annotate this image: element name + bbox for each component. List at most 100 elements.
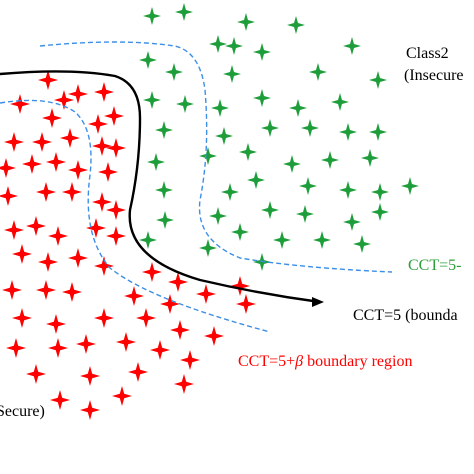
four-point-star-icon xyxy=(196,284,216,304)
four-point-star-icon xyxy=(104,106,124,126)
four-point-star-icon xyxy=(331,93,349,111)
four-point-star-icon xyxy=(50,390,70,410)
four-point-star-icon xyxy=(112,386,132,406)
four-point-star-icon xyxy=(48,338,68,358)
four-point-star-icon xyxy=(38,70,58,90)
four-point-star-icon xyxy=(26,216,46,236)
four-point-star-icon xyxy=(180,350,200,370)
four-point-star-icon xyxy=(92,136,112,156)
four-point-star-icon xyxy=(68,84,88,104)
four-point-star-icon xyxy=(139,231,157,249)
four-point-star-icon xyxy=(261,201,279,219)
four-point-star-icon xyxy=(4,220,24,240)
four-point-star-icon xyxy=(147,153,165,171)
four-point-star-icon xyxy=(401,177,419,195)
four-point-star-icon xyxy=(301,119,319,137)
four-point-star-icon xyxy=(247,171,265,189)
four-point-star-icon xyxy=(155,121,173,139)
four-point-star-icon xyxy=(136,308,156,328)
four-point-star-icon xyxy=(38,252,58,272)
four-point-star-icon xyxy=(94,82,114,102)
four-point-star-icon xyxy=(175,3,193,21)
four-point-star-icon xyxy=(12,308,32,328)
four-point-star-icon xyxy=(309,63,327,81)
four-point-star-icon xyxy=(48,226,68,246)
four-point-star-icon xyxy=(369,71,387,89)
four-point-star-icon xyxy=(36,182,56,202)
four-point-star-icon xyxy=(253,43,271,61)
four-point-star-icon xyxy=(62,182,82,202)
four-point-star-icon xyxy=(168,272,188,292)
four-point-star-icon xyxy=(253,89,271,107)
four-point-star-icon xyxy=(176,95,194,113)
four-point-star-icon xyxy=(150,340,170,360)
cct-region-beta: β xyxy=(294,353,303,370)
four-point-star-icon xyxy=(32,132,52,152)
four-point-star-icon xyxy=(343,213,361,231)
region-dashed-line-lower xyxy=(0,99,271,333)
four-point-star-icon xyxy=(0,186,18,206)
four-point-star-icon xyxy=(4,132,24,152)
class1-marker-group xyxy=(0,70,256,420)
four-point-star-icon xyxy=(287,16,305,34)
four-point-star-icon xyxy=(10,94,30,114)
cct-region-label: CCT=5+β boundary region xyxy=(238,353,412,370)
four-point-star-icon xyxy=(139,51,157,69)
four-point-star-icon xyxy=(106,226,126,246)
four-point-star-icon xyxy=(160,294,180,314)
four-point-star-icon xyxy=(0,158,16,178)
four-point-star-icon xyxy=(60,128,80,148)
boundary-arrowhead xyxy=(312,297,324,307)
class2-title: Class2 xyxy=(406,45,449,62)
four-point-star-icon xyxy=(361,149,379,167)
four-point-star-icon xyxy=(211,99,229,117)
four-point-star-icon xyxy=(237,13,255,31)
four-point-star-icon xyxy=(62,282,82,302)
four-point-star-icon xyxy=(6,338,26,358)
four-point-star-icon xyxy=(94,308,114,328)
four-point-star-icon xyxy=(106,200,126,220)
four-point-star-icon xyxy=(46,314,66,334)
four-point-star-icon xyxy=(199,239,217,257)
four-point-star-icon xyxy=(156,211,174,229)
four-point-star-icon xyxy=(92,192,112,212)
four-point-star-icon xyxy=(124,286,144,306)
four-point-star-icon xyxy=(353,235,371,253)
four-point-star-icon xyxy=(54,90,74,110)
four-point-star-icon xyxy=(231,223,249,241)
four-point-star-icon xyxy=(68,248,88,268)
four-point-star-icon xyxy=(313,231,331,249)
four-point-star-icon xyxy=(296,205,314,223)
four-point-star-icon xyxy=(165,63,183,81)
four-point-star-icon xyxy=(371,183,389,201)
four-point-star-icon xyxy=(273,231,291,249)
four-point-star-icon xyxy=(225,37,243,55)
four-point-star-icon xyxy=(22,154,42,174)
four-point-star-icon xyxy=(86,218,106,238)
four-point-star-icon xyxy=(170,320,190,340)
four-point-star-icon xyxy=(155,181,173,199)
four-point-star-icon xyxy=(80,366,100,386)
four-point-star-icon xyxy=(88,114,108,134)
four-point-star-icon xyxy=(369,123,387,141)
four-point-star-icon xyxy=(289,99,307,117)
four-point-star-icon xyxy=(261,119,279,137)
four-point-star-icon xyxy=(128,362,148,382)
cct-region-suffix: boundary region xyxy=(303,353,412,370)
four-point-star-icon xyxy=(68,160,88,180)
class1-label: Secure) xyxy=(0,403,45,420)
class2-subtitle: (Insecure xyxy=(404,67,464,84)
four-point-star-icon xyxy=(321,151,339,169)
four-point-star-icon xyxy=(36,280,56,300)
four-point-star-icon xyxy=(2,280,22,300)
four-point-star-icon xyxy=(174,374,194,394)
cct-region-prefix: CCT=5+ xyxy=(238,353,295,370)
four-point-star-icon xyxy=(215,127,233,145)
four-point-star-icon xyxy=(143,91,161,109)
four-point-star-icon xyxy=(343,37,361,55)
four-point-star-icon xyxy=(42,108,62,128)
four-point-star-icon xyxy=(142,262,162,282)
four-point-star-icon xyxy=(80,400,100,420)
four-point-star-icon xyxy=(46,152,66,172)
